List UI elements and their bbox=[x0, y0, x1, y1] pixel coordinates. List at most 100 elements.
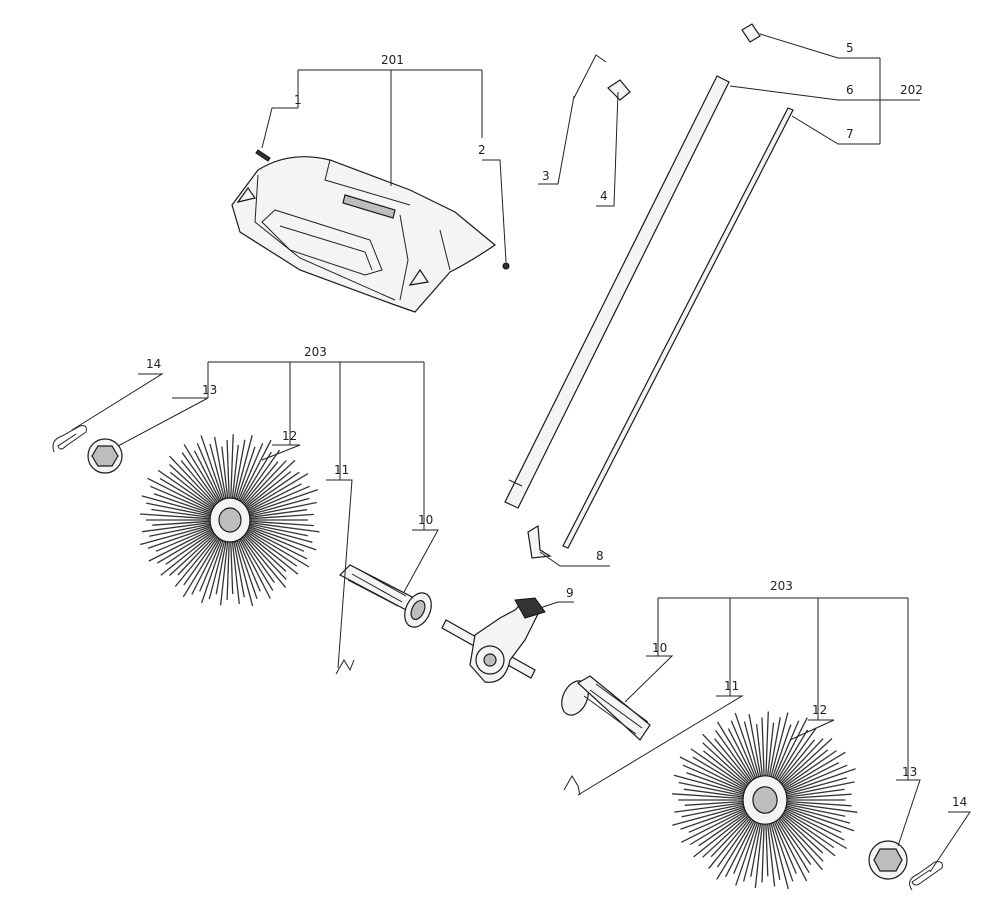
bristle bbox=[242, 533, 287, 580]
bristle bbox=[249, 521, 320, 533]
bristle bbox=[783, 751, 846, 790]
bristle bbox=[249, 501, 317, 517]
bristle bbox=[783, 810, 848, 850]
bristle bbox=[153, 493, 212, 515]
bristle bbox=[779, 738, 824, 785]
nut-part-2 bbox=[502, 262, 510, 270]
bristle bbox=[230, 538, 234, 595]
bristle bbox=[784, 809, 845, 841]
label-11-right: 11 bbox=[724, 679, 739, 693]
bristle bbox=[231, 444, 239, 502]
label-1: 1 bbox=[294, 93, 302, 107]
bristle bbox=[683, 788, 744, 798]
bristle bbox=[200, 537, 225, 604]
bristle bbox=[183, 444, 221, 504]
bristle bbox=[148, 528, 213, 562]
bristle bbox=[169, 532, 217, 576]
bristle bbox=[249, 523, 308, 537]
bristle bbox=[761, 820, 765, 883]
label-7: 7 bbox=[846, 127, 854, 141]
bristle bbox=[776, 816, 812, 865]
label-4: 4 bbox=[600, 189, 608, 203]
bristle bbox=[679, 756, 746, 791]
bristle bbox=[779, 815, 824, 862]
bristle bbox=[180, 460, 219, 506]
bristle bbox=[693, 812, 749, 858]
bristle bbox=[772, 720, 800, 781]
bristle bbox=[743, 721, 761, 780]
bristle bbox=[156, 529, 214, 564]
bristle bbox=[734, 712, 759, 781]
label-203-right: 203 bbox=[770, 579, 793, 593]
bristle bbox=[768, 820, 781, 880]
label-12-right: 12 bbox=[812, 703, 827, 717]
bristle bbox=[702, 733, 751, 785]
bristle bbox=[235, 446, 256, 503]
bristle bbox=[766, 820, 776, 887]
bristle bbox=[774, 717, 808, 782]
bristle bbox=[240, 449, 281, 505]
bristle bbox=[733, 819, 758, 874]
part-labels: 201 1 2 3 4 5 6 202 7 8 9 203 14 13 12 1… bbox=[146, 41, 967, 809]
bristle bbox=[775, 817, 810, 874]
bristle bbox=[735, 819, 759, 886]
bristle bbox=[248, 485, 310, 513]
bristle bbox=[786, 802, 858, 813]
bristle bbox=[242, 460, 287, 507]
bristle bbox=[784, 764, 848, 793]
bristle bbox=[238, 439, 272, 504]
bristle bbox=[249, 497, 310, 516]
bristle bbox=[236, 442, 264, 503]
bristle bbox=[149, 523, 211, 537]
right-brush-part-12 bbox=[671, 711, 858, 890]
bristle bbox=[183, 535, 220, 586]
bristle bbox=[157, 469, 215, 510]
bracket-part-8 bbox=[527, 524, 552, 559]
bristle bbox=[239, 536, 274, 591]
bristle bbox=[182, 536, 221, 598]
bristle bbox=[781, 812, 836, 857]
bristle bbox=[231, 538, 240, 604]
bristle bbox=[232, 439, 246, 502]
bristle bbox=[716, 817, 755, 880]
bristle bbox=[782, 811, 835, 849]
label-13-left: 13 bbox=[202, 383, 217, 397]
bristle bbox=[248, 527, 305, 552]
bristle bbox=[784, 807, 842, 833]
bristle bbox=[234, 435, 253, 502]
right-hex-nut-part-13 bbox=[868, 840, 908, 880]
bristle bbox=[147, 525, 212, 549]
bristle bbox=[209, 443, 226, 502]
bristle bbox=[241, 534, 287, 589]
bristle bbox=[147, 477, 213, 512]
bristle bbox=[765, 820, 769, 877]
bristle bbox=[243, 532, 287, 572]
right-pin-part-11 bbox=[563, 775, 581, 796]
label-9: 9 bbox=[566, 586, 574, 600]
bristle bbox=[710, 815, 751, 858]
bristle bbox=[686, 772, 745, 794]
bristle bbox=[777, 739, 816, 784]
brush-hub-core bbox=[752, 786, 778, 814]
bristle bbox=[780, 738, 833, 786]
label-5: 5 bbox=[846, 41, 854, 55]
bristle bbox=[786, 788, 845, 798]
cap-part-5 bbox=[741, 23, 761, 43]
bristle bbox=[245, 471, 300, 510]
bristle bbox=[715, 730, 754, 784]
bristle bbox=[774, 818, 808, 882]
bristle bbox=[165, 530, 215, 565]
bristle bbox=[249, 513, 314, 520]
bristle bbox=[781, 749, 829, 788]
leader-lines bbox=[71, 33, 971, 873]
left-clip-part-14 bbox=[52, 425, 87, 453]
left-hex-nut-part-13 bbox=[87, 438, 123, 474]
left-brush-part-12 bbox=[139, 434, 320, 607]
bristle bbox=[689, 810, 747, 846]
bristle bbox=[708, 816, 753, 870]
bristle bbox=[713, 738, 753, 784]
label-11-left: 11 bbox=[334, 463, 349, 477]
bristle bbox=[241, 461, 279, 506]
bristle bbox=[243, 459, 296, 508]
bristle bbox=[141, 495, 211, 516]
